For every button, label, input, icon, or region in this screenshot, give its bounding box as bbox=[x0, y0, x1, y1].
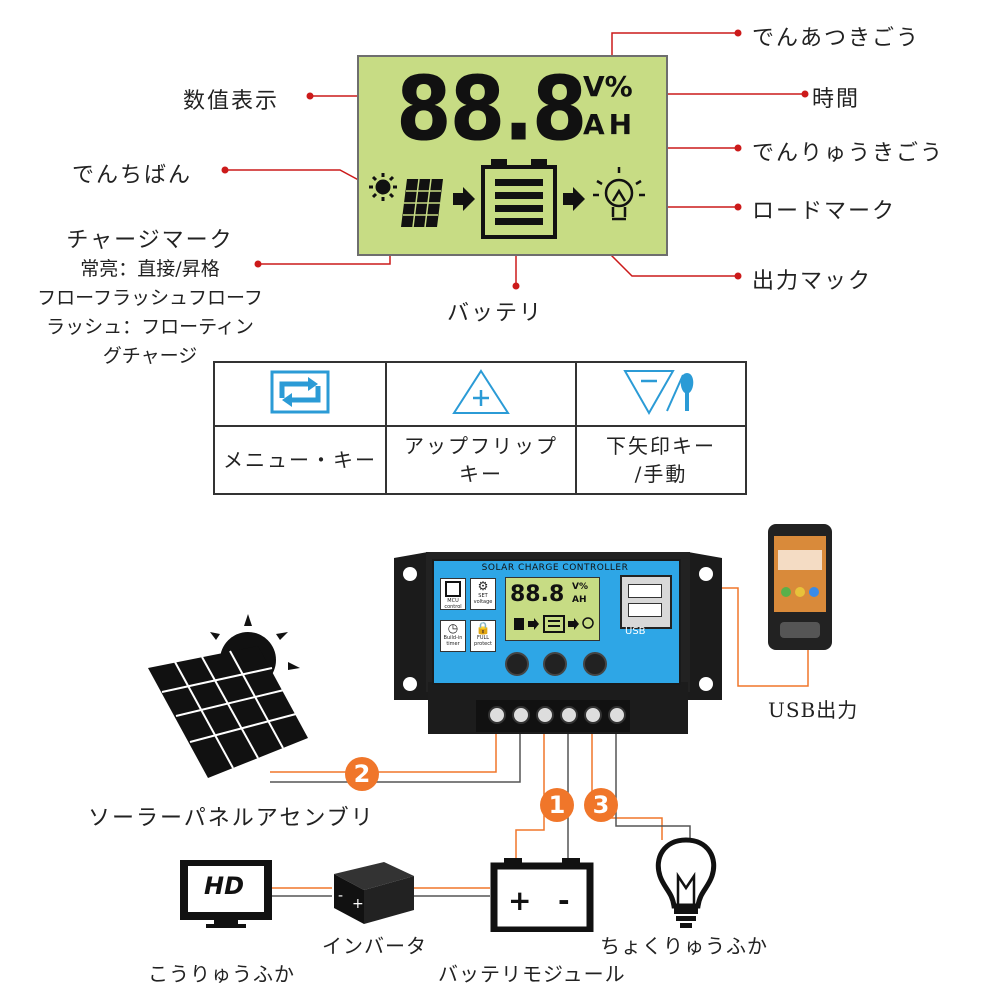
controller-lcd-unit-top: V% bbox=[572, 582, 588, 592]
battery-icon bbox=[481, 159, 557, 239]
label-solar-assembly: ソーラーパネルアセンブリ bbox=[88, 806, 375, 831]
lcd-unit-top: V% bbox=[583, 70, 633, 103]
down-manual-icon bbox=[623, 370, 694, 416]
label-voltage-symbol: でんあつきごう bbox=[752, 26, 921, 51]
charge-desc-line: グチャージ bbox=[102, 345, 198, 367]
charge-desc-line: 常亮：直接/昇格 bbox=[80, 258, 220, 280]
label-usb-output: USB出力 bbox=[768, 698, 859, 722]
controller-title: SOLAR CHARGE CONTROLLER bbox=[481, 563, 629, 573]
timer-key: ◷ Build-in timer bbox=[440, 620, 466, 652]
label-time: 時間 bbox=[812, 87, 861, 112]
mcu-key: MCU control bbox=[440, 578, 466, 610]
solar-panel-icon bbox=[401, 178, 443, 228]
menu-icon bbox=[270, 370, 330, 414]
key-down-cell bbox=[575, 361, 747, 427]
lcd-unit-bottom: AH bbox=[583, 108, 637, 141]
up-button[interactable] bbox=[543, 652, 567, 676]
terminal bbox=[608, 706, 626, 724]
inverter-icon: - + bbox=[334, 862, 414, 924]
charge-mark-title: チャージマーク bbox=[66, 228, 234, 253]
key-table: メニュー・キー アップフリップキー 下矢印キー/手動 bbox=[213, 361, 747, 495]
step-badge-2: 2 bbox=[345, 757, 379, 791]
label-dc-load: ちょくりゅうふか bbox=[600, 934, 768, 958]
chip-icon bbox=[445, 581, 461, 597]
up-icon bbox=[452, 369, 510, 414]
charge-desc-line: ラッシュ：フローティン bbox=[46, 316, 254, 338]
svg-text:-: - bbox=[558, 884, 570, 917]
key-up-label: アップフリップキー bbox=[385, 425, 577, 495]
tv-label: HD bbox=[204, 872, 245, 900]
controller-lcd-unit-bottom: AH bbox=[572, 595, 587, 605]
label-battery: バッテリ bbox=[447, 301, 544, 326]
phone-image bbox=[768, 524, 832, 650]
key-menu-label: メニュー・キー bbox=[213, 425, 387, 495]
step-badge-3: 3 bbox=[584, 788, 618, 822]
label-charge-mark: チャージマーク 常亮：直接/昇格 フローフラッシュフローフ ラッシュ：フローティ… bbox=[0, 226, 300, 371]
label-solar-panel: でんちばん bbox=[72, 163, 193, 188]
sun-icon bbox=[369, 173, 397, 201]
arrow-right-icon bbox=[563, 187, 585, 211]
down-button[interactable] bbox=[583, 652, 607, 676]
arrow-right-icon bbox=[453, 187, 475, 211]
svg-text:-: - bbox=[338, 888, 343, 904]
terminal bbox=[536, 706, 554, 724]
set-key: ⚙ SET voltage bbox=[470, 578, 496, 610]
label-current-symbol: でんりゅうきごう bbox=[752, 141, 945, 166]
battery-module-icon: + - bbox=[490, 858, 594, 932]
key-menu-cell bbox=[213, 361, 387, 427]
clock-icon: ◷ bbox=[447, 621, 459, 635]
menu-button[interactable] bbox=[505, 652, 529, 676]
label-inverter: インバータ bbox=[322, 934, 427, 958]
terminal bbox=[512, 706, 530, 724]
key-up-cell bbox=[385, 361, 577, 427]
lock-icon: 🔒 bbox=[475, 621, 491, 635]
label-output-mark: 出力マック bbox=[752, 269, 873, 294]
charge-desc-line: フローフラッシュフローフ bbox=[37, 287, 263, 309]
controller-lcd-icons bbox=[514, 615, 594, 633]
label-ac-load: こうりゅうふか bbox=[148, 962, 295, 986]
usb-label: USB bbox=[625, 626, 646, 637]
label-numeric-display: 数值表示 bbox=[183, 89, 280, 114]
load-bulb-icon bbox=[655, 837, 717, 928]
label-load-mark: ロードマーク bbox=[752, 199, 897, 224]
protect-key: 🔒 FULL protect bbox=[470, 620, 496, 652]
lcd-digits: 88.8 bbox=[396, 58, 587, 161]
terminal bbox=[584, 706, 602, 724]
solar-panel-icon bbox=[148, 646, 308, 778]
terminal bbox=[560, 706, 578, 724]
bulb-icon bbox=[593, 167, 645, 221]
controller-lcd-digits: 88.8 bbox=[510, 582, 565, 607]
label-battery-module: バッテリモジュール bbox=[438, 962, 626, 986]
svg-text:+: + bbox=[352, 896, 364, 912]
tv-icon bbox=[180, 860, 272, 928]
solar-panel-image bbox=[148, 614, 308, 778]
gear-icon: ⚙ bbox=[477, 579, 489, 593]
lcd-icons bbox=[369, 159, 645, 239]
key-down-label: 下矢印キー/手動 bbox=[575, 425, 747, 495]
svg-text:+: + bbox=[508, 884, 531, 917]
step-badge-1: 1 bbox=[540, 788, 574, 822]
terminal bbox=[488, 706, 506, 724]
controller-lcd bbox=[505, 577, 600, 641]
